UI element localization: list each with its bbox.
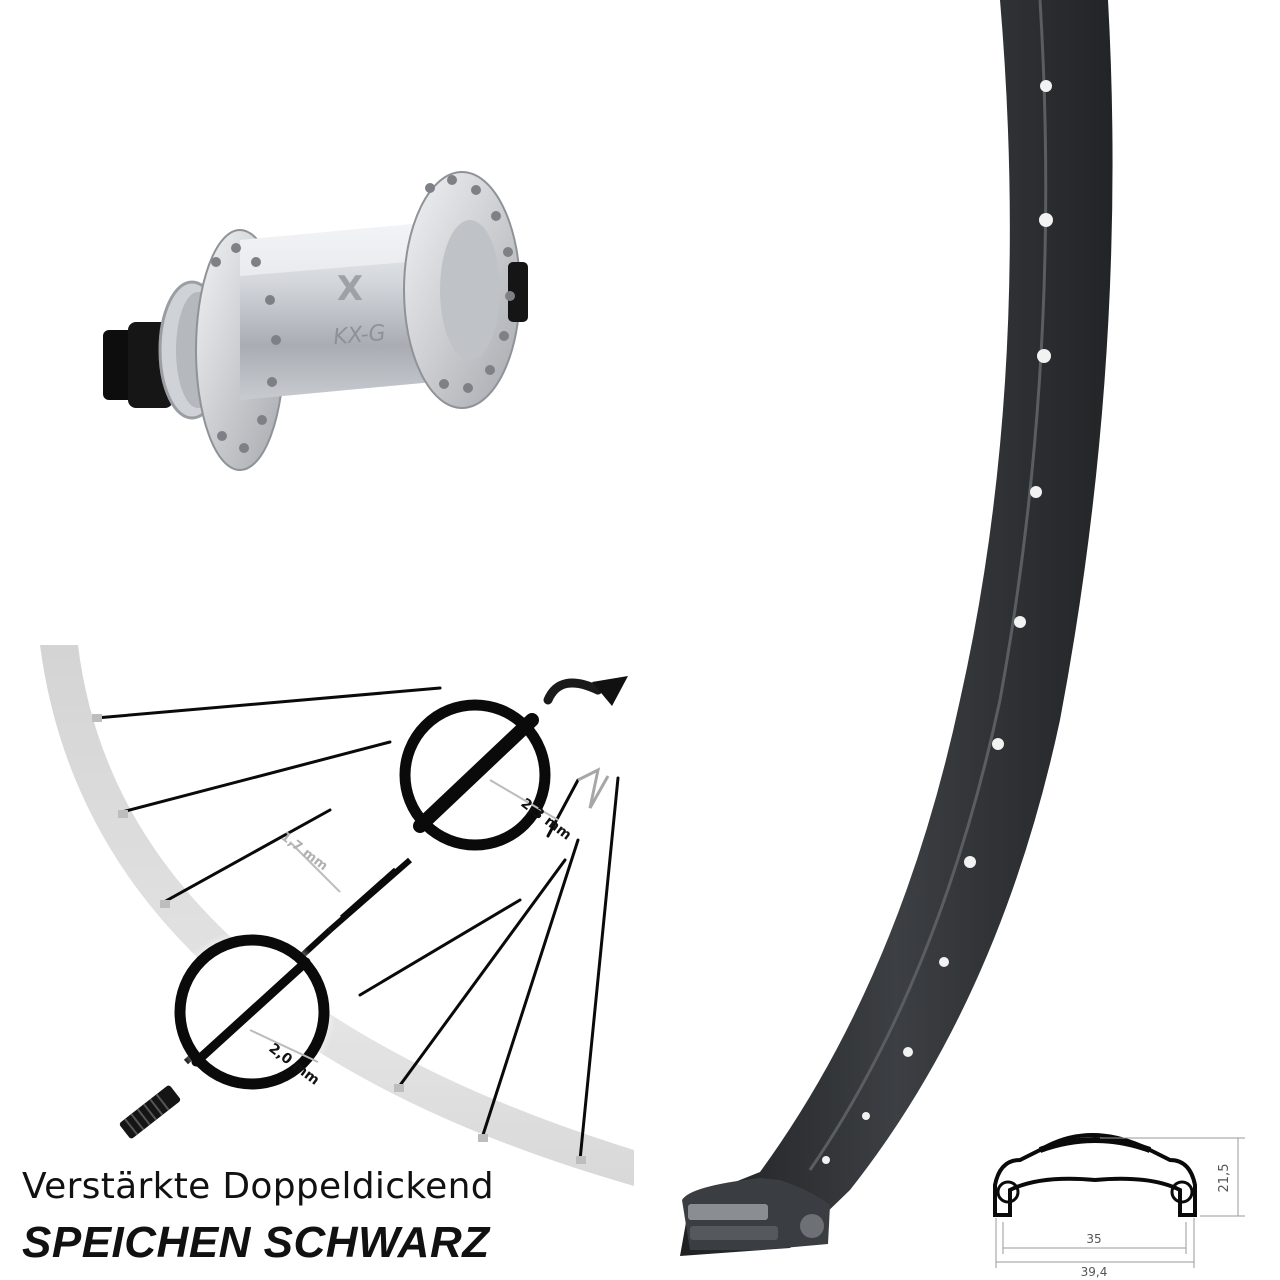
rim-image [680,0,1113,1256]
rim-outer-width-label: 39,4 [1081,1265,1108,1279]
hub-image [103,171,528,471]
rim-profile-drawing [993,1133,1245,1268]
caption-spoke-color: SPEICHEN SCHWARZ [22,1218,490,1267]
hub-model-label: KX-G [332,321,386,350]
spoke-middle-diameter-label: 1,7 mm [278,829,331,874]
rim-height-label: 21,5 [1217,1164,1232,1193]
rim-inner-width-label: 35 [1086,1232,1101,1246]
caption-spoke-type: Verstärkte Doppeldickend [22,1166,494,1207]
spoke-diagram [40,645,634,1186]
hub-logo: X [337,269,363,309]
